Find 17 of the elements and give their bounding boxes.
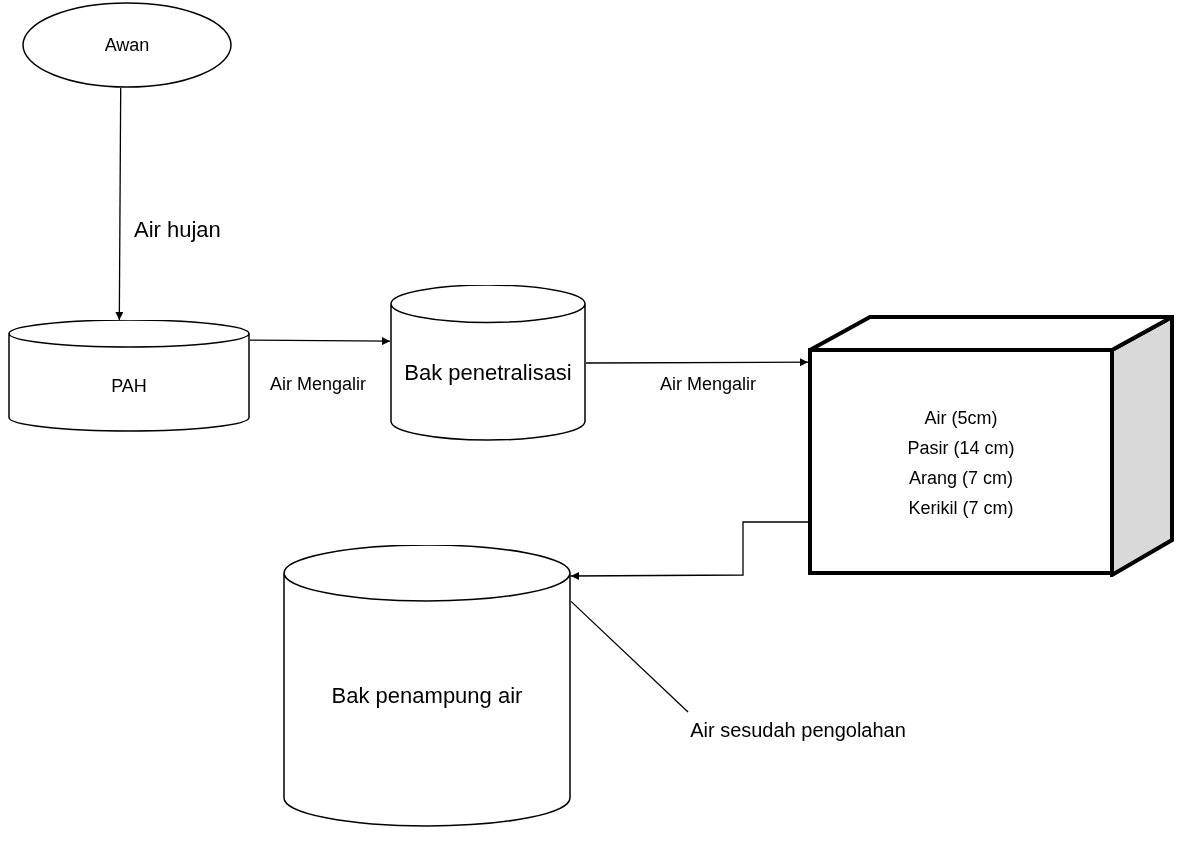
arrow (249, 337, 391, 346)
edge-label: Air Mengalir (270, 373, 366, 396)
leader-line (570, 600, 689, 713)
node-label: PAH (111, 374, 147, 398)
arrow (585, 358, 809, 367)
edge-label: Air hujan (134, 215, 221, 244)
edge-label: Air Mengalir (660, 373, 756, 396)
node-label: Awan (104, 33, 150, 57)
node-label: Bak penetralisasi (404, 359, 572, 387)
layer-label: Air (5cm) (924, 406, 998, 430)
arrow (570, 521, 809, 580)
node-label: Bak penampung air (331, 682, 523, 710)
node-label: Air sesudah pengolahan (690, 718, 906, 743)
layer-label: Arang (7 cm) (909, 466, 1013, 490)
layer-label: Pasir (14 cm) (907, 436, 1015, 460)
arrow (115, 87, 124, 321)
layer-label: Kerikil (7 cm) (908, 496, 1014, 520)
